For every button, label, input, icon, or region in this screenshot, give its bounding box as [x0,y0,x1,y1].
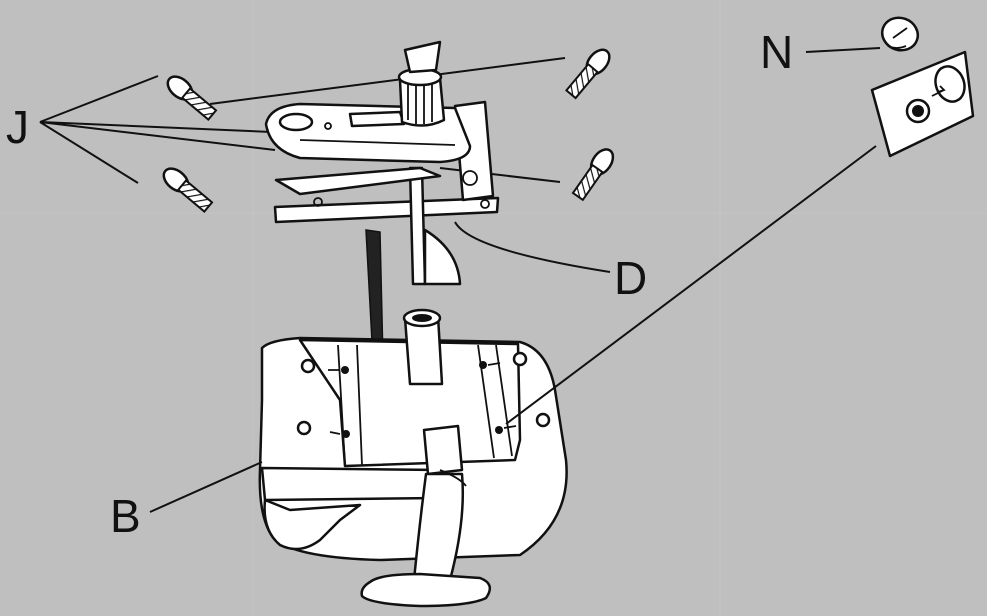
label-j: J [6,101,29,153]
main-body [258,308,568,608]
leader-line-n [805,47,881,53]
leader-line-b [149,461,263,513]
leader-line-d [454,221,611,273]
screw-top-left [166,75,218,122]
label-n: N [760,26,793,78]
label-b: B [110,490,141,542]
upper-mechanism [264,40,500,286]
screw-bottom-left [162,167,214,214]
label-d: D [614,252,647,304]
screw-bottom-right [571,148,615,202]
detail-inset [870,50,975,158]
leader-line-n-inset [505,145,877,425]
washer-n [880,16,920,52]
screw-top-right [564,48,611,100]
